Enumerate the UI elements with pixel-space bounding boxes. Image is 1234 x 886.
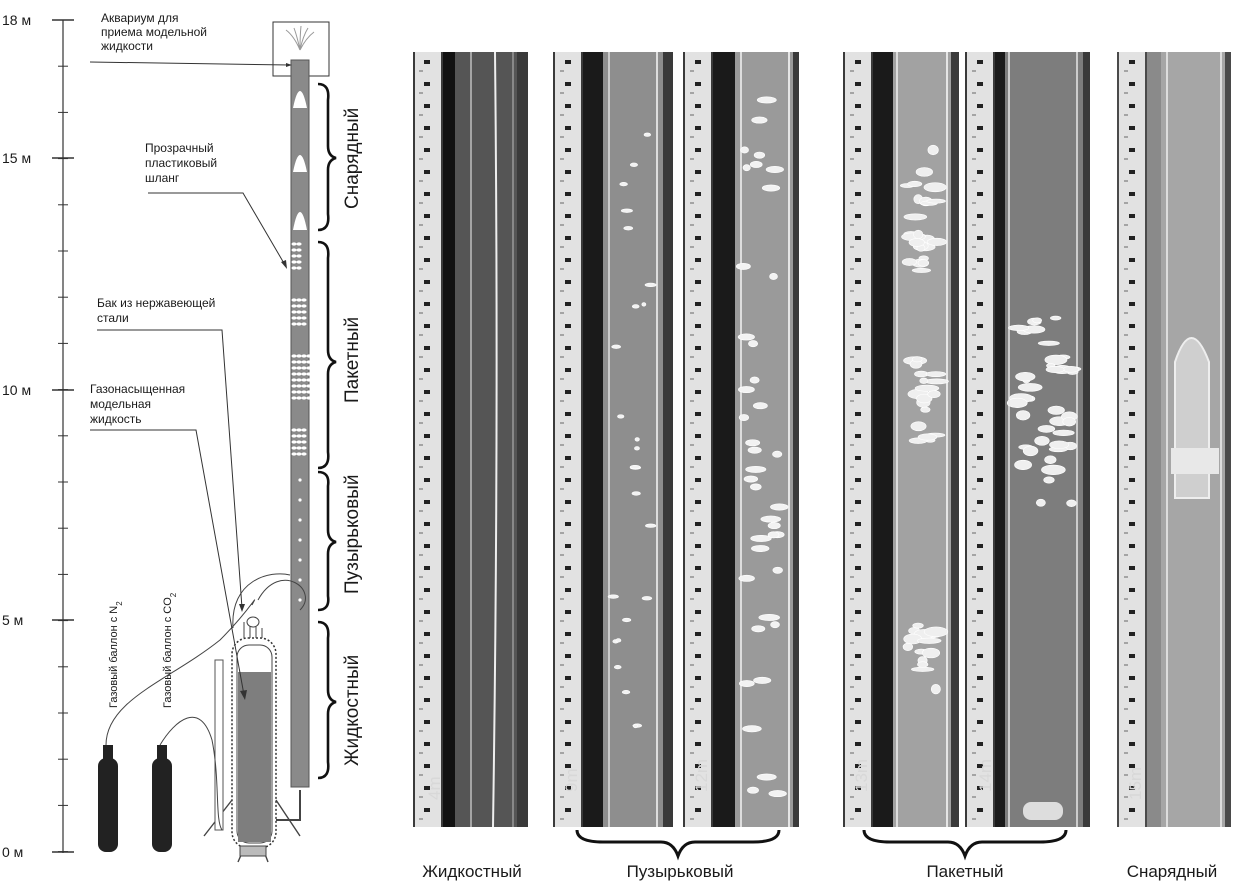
scale-label-0m: 0 м [2, 844, 23, 860]
photo-slug-15m: 15m [1117, 52, 1231, 827]
aquarium-pointer [89, 61, 291, 66]
depth-label-13m: 13m [852, 759, 871, 792]
cylinder-n2-label: Газовый баллон с N2 [108, 601, 124, 708]
brace-bubble-photos [575, 829, 781, 861]
tank-label: Бак из нержавеющей стали [97, 296, 219, 325]
caption-bubble: Пузырьковый [626, 862, 734, 881]
depth-label-12m: 12m [692, 759, 711, 792]
scale-label-10m: 10 м [2, 382, 31, 398]
caption-liquid: Жидкостный [422, 862, 522, 881]
photo-packet-14m: 14m [965, 52, 1090, 827]
regime-label-slug-vertical: Снарядный [342, 108, 363, 209]
depth-label-9m: 9m [562, 768, 581, 792]
hose-pointer [148, 192, 286, 266]
brace-slug [317, 82, 337, 232]
photo-bubble-9m: 9m [553, 52, 673, 827]
tank-pointer [97, 329, 243, 609]
brace-packet-photos [862, 829, 1068, 861]
gas-cylinder-co2 [152, 745, 172, 852]
regime-braces [317, 82, 337, 780]
regime-label-bubble-vertical: Пузырьковый [342, 475, 363, 594]
depth-label-4m: 4m [425, 776, 444, 800]
depth-label-14m: 14m [976, 759, 995, 792]
photo-packet-13m: 13m [843, 52, 959, 827]
caption-slug: Снарядный [1126, 862, 1218, 881]
brace-bubble [317, 470, 337, 612]
photo-liquid-4m: 4m [413, 52, 528, 827]
aquarium-label: Аквариум для приема модельной жидкости [101, 11, 210, 53]
height-scale: 18 м 15 м 10 м 5 м 0 м [2, 12, 74, 860]
brace-liquid [317, 620, 337, 780]
gas-cylinder-n2 [98, 745, 118, 852]
regime-label-liquid-vertical: Жидкостный [342, 655, 363, 766]
fluid-pointer [90, 429, 245, 696]
scale-label-5m: 5 м [2, 612, 23, 628]
regime-label-packet-vertical: Пакетный [342, 317, 363, 403]
scale-label-15m: 15 м [2, 150, 31, 166]
scale-label-18m: 18 м [2, 12, 31, 28]
transparent-hose [290, 59, 312, 788]
fluid-label: Газонасыщенная модельная жидкость [90, 382, 189, 426]
photo-bubble-12m: 12m [683, 52, 799, 827]
fountain-icon [285, 25, 315, 51]
gas-line-co2 [159, 716, 223, 831]
hose-label: Прозрачный пластиковый шланг [145, 141, 220, 185]
caption-packet: Пакетный [926, 862, 1004, 881]
cylinder-co2-label: Газовый баллон с CO2 [162, 592, 178, 708]
brace-packet [317, 240, 337, 470]
experimental-setup-schematic: 18 м 15 м 10 м 5 м 0 м [2, 11, 363, 863]
gas-line-n2 [105, 599, 256, 746]
ruler [415, 52, 441, 827]
depth-label-15m: 15m [1126, 767, 1145, 800]
